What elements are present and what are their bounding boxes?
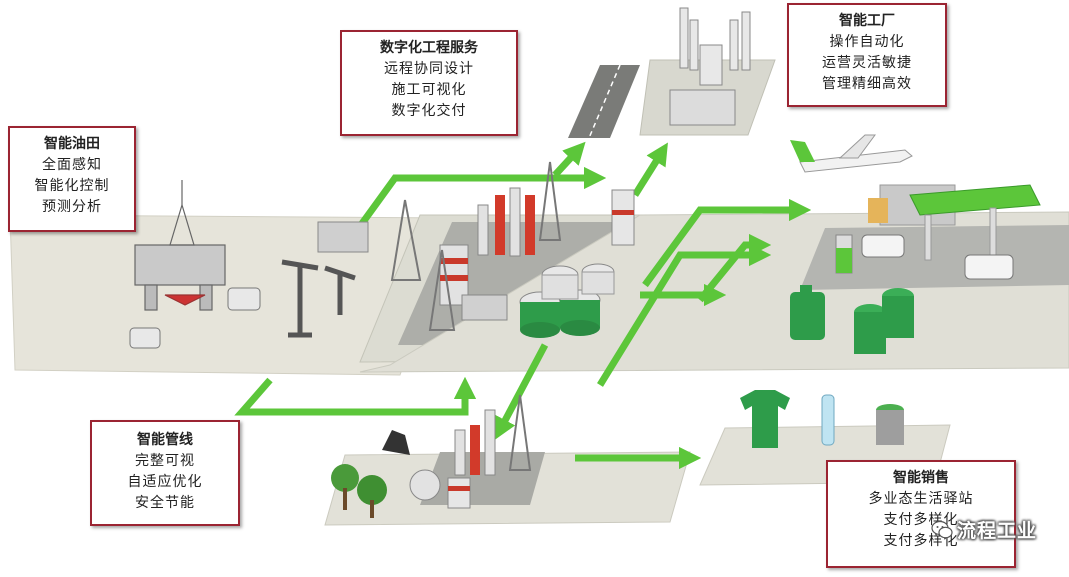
- watermark-text: 流程工业: [956, 520, 1037, 542]
- pipeline-plant: [331, 394, 532, 518]
- box-line: 远程协同设计: [384, 61, 474, 77]
- box-smart-factory: 智能工厂 操作自动化 运营灵活敏捷 管理精细高效: [787, 3, 947, 107]
- box-line: 施工可视化: [391, 82, 467, 98]
- box-line: 全面感知: [42, 157, 102, 173]
- box-smart-sales: 智能销售 多业态生活驿站 支付多样化 支付多样化: [826, 460, 1016, 568]
- offshore-rig: [134, 180, 226, 311]
- arrow-refinery-to-road: [552, 141, 586, 178]
- box-title: 智能油田: [44, 136, 100, 152]
- box-line: 运营灵活敏捷: [822, 55, 912, 71]
- arrow-refinery-to-factory: [632, 142, 668, 197]
- box-title: 智能管线: [137, 432, 193, 448]
- box-smart-pipeline: 智能管线 完整可视 自适应优化 安全节能: [90, 420, 240, 526]
- factory-units: [669, 7, 751, 126]
- lubricant-containers: [790, 285, 914, 354]
- box-line: 完整可视: [135, 453, 195, 469]
- flow-arrows: [234, 141, 812, 470]
- refinery-units: [428, 161, 635, 331]
- box-line: 安全节能: [135, 495, 195, 511]
- box-title: 智能销售: [893, 470, 949, 486]
- gas-station: [835, 184, 1041, 280]
- oil-derrick: [390, 199, 422, 281]
- box-line: 操作自动化: [829, 34, 905, 50]
- jeep: [129, 327, 161, 349]
- arrow-refinery-to-pipeline: [494, 343, 549, 440]
- box-line: 数字化交付: [391, 103, 467, 119]
- box-title: 智能工厂: [839, 13, 895, 29]
- box-line: 管理精细高效: [822, 76, 912, 92]
- box-line: 多业态生活驿站: [868, 491, 974, 507]
- box-title: 数字化工程服务: [380, 40, 478, 56]
- box-line: 智能化控制: [34, 178, 110, 194]
- arrow-to-products: [597, 243, 772, 387]
- pumpjack-2: [324, 265, 356, 315]
- arrow-oilfield-to-refinery: [347, 166, 607, 243]
- watermark: 流程工业: [931, 516, 1037, 543]
- box-digital-engineering: 数字化工程服务 远程协同设计 施工可视化 数字化交付: [340, 30, 518, 136]
- box-line: 支付多样化: [883, 533, 959, 549]
- storage-tanks: [519, 263, 615, 338]
- wechat-icon: [931, 520, 953, 539]
- arrow-refinery-to-station: [642, 198, 812, 288]
- pumpjack: [281, 259, 319, 338]
- box-line: 预测分析: [42, 199, 102, 215]
- jeep: [227, 287, 261, 311]
- airplane: [790, 134, 913, 173]
- arrow-pipeline-loop: [234, 376, 477, 416]
- box-line: 自适应优化: [127, 474, 203, 490]
- box-smart-oilfield: 智能油田 全面感知 智能化控制 预测分析: [8, 126, 136, 232]
- control-building: [317, 221, 369, 253]
- consumer-products: [740, 390, 904, 448]
